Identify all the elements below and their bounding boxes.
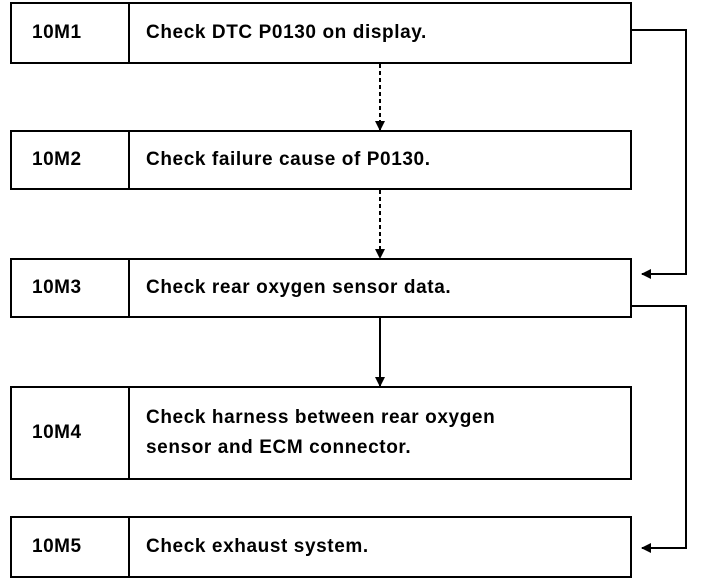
step-text: Check DTC P0130 on display. — [146, 22, 427, 43]
step-10m5: 10M5 Check exhaust system. — [10, 516, 632, 578]
step-text: Check exhaust system. — [146, 536, 369, 557]
step-code: 10M1 — [12, 4, 130, 62]
step-code: 10M4 — [12, 388, 130, 478]
step-10m1: 10M1 Check DTC P0130 on display. — [10, 2, 632, 64]
step-code: 10M5 — [12, 518, 130, 576]
step-text: Check harness between rear oxygen sensor… — [146, 407, 496, 458]
step-text: Check failure cause of P0130. — [146, 149, 431, 170]
step-10m3: 10M3 Check rear oxygen sensor data. — [10, 258, 632, 318]
step-10m2: 10M2 Check failure cause of P0130. — [10, 130, 632, 190]
step-text: Check rear oxygen sensor data. — [146, 277, 452, 298]
bypass-10m1-to-10m3 — [632, 29, 687, 279]
step-code: 10M3 — [12, 260, 130, 316]
step-10m4: 10M4 Check harness between rear oxygen s… — [10, 386, 632, 480]
step-code: 10M2 — [12, 132, 130, 188]
bypass-10m3-to-10m5 — [632, 305, 687, 553]
